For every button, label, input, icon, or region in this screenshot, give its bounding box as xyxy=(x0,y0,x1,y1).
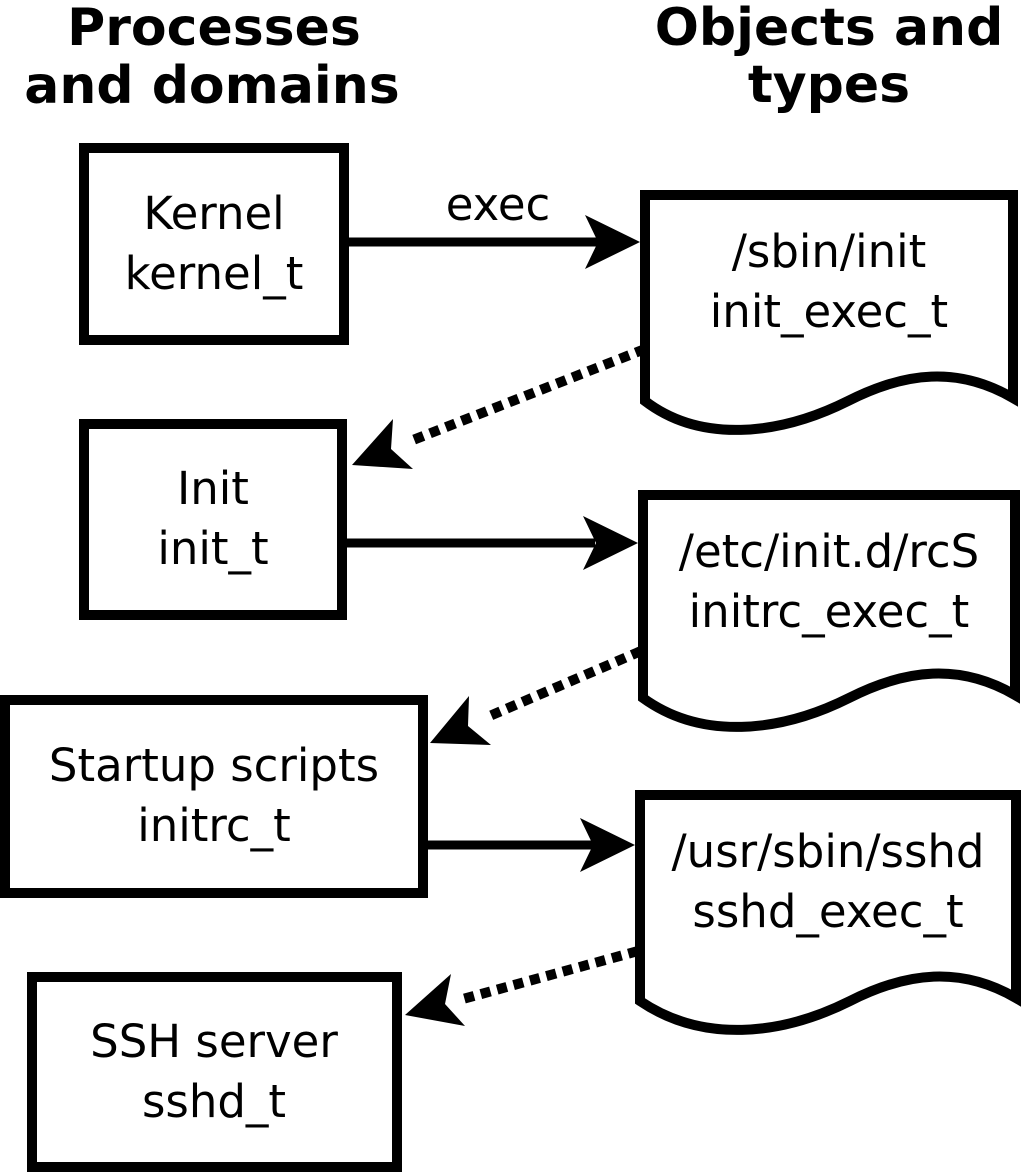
object-node-etc-initd-rcs: /etc/init.d/rcS initrc_exec_t xyxy=(638,490,1020,732)
exec-arrow-startup-to-sshd xyxy=(428,818,635,872)
exec-arrowhead-1 xyxy=(585,215,640,269)
process-type-ssh-server: sshd_t xyxy=(142,1075,286,1128)
process-name-init: Init xyxy=(177,462,249,515)
object-type-usr-sbin-sshd: sshd_exec_t xyxy=(692,885,963,938)
transition-arrowhead-1 xyxy=(352,419,413,469)
transition-arrow-rcs-to-startup xyxy=(430,646,643,745)
process-node-ssh-server: SSH server sshd_t xyxy=(27,972,402,1172)
process-name-ssh-server: SSH server xyxy=(90,1015,338,1068)
object-type-etc-initd-rcs: initrc_exec_t xyxy=(689,585,970,638)
right-header-line2: types xyxy=(748,55,910,115)
transition-dashed-line-3 xyxy=(461,946,640,1004)
exec-arrow-init-to-rcs xyxy=(347,516,638,570)
process-box-kernel xyxy=(79,143,349,345)
object-type-sbin-init: init_exec_t xyxy=(710,285,948,338)
object-node-sbin-init: /sbin/init init_exec_t xyxy=(640,190,1018,435)
column-header-right: Objects and types xyxy=(655,0,1004,115)
process-box-startup-scripts xyxy=(0,695,428,898)
process-name-startup-scripts: Startup scripts xyxy=(49,739,379,792)
transition-dashed-line-1 xyxy=(406,344,647,447)
document-shape-usr-sbin-sshd xyxy=(635,790,1021,1035)
process-type-startup-scripts: initrc_t xyxy=(137,799,291,852)
process-node-init: Init init_t xyxy=(79,419,347,620)
process-type-kernel: kernel_t xyxy=(125,247,304,300)
transition-arrow-sbin-init-to-init xyxy=(352,344,647,469)
document-shape-sbin-init xyxy=(640,190,1018,435)
object-node-usr-sbin-sshd: /usr/sbin/sshd sshd_exec_t xyxy=(635,790,1021,1035)
object-path-sbin-init: /sbin/init xyxy=(732,225,927,278)
object-path-etc-initd-rcs: /etc/init.d/rcS xyxy=(679,525,979,578)
exec-arrow-kernel-to-sbin-init: exec xyxy=(349,178,640,269)
process-node-kernel: Kernel kernel_t xyxy=(79,143,349,345)
right-header-line1: Objects and xyxy=(655,0,1004,58)
process-node-startup-scripts: Startup scripts initrc_t xyxy=(0,695,428,898)
exec-edge-label: exec xyxy=(446,178,551,231)
transition-dashed-line-2 xyxy=(483,646,643,723)
exec-arrowhead-3 xyxy=(580,818,635,872)
process-name-kernel: Kernel xyxy=(143,187,284,240)
transition-arrowhead-3 xyxy=(405,974,465,1026)
exec-arrowhead-2 xyxy=(583,516,638,570)
process-type-init: init_t xyxy=(157,522,268,575)
process-box-init xyxy=(79,419,347,620)
transition-arrow-sshd-to-ssh-server xyxy=(405,946,640,1026)
left-header-line2: and domains xyxy=(24,56,399,116)
document-shape-etc-initd-rcs xyxy=(638,490,1020,732)
process-box-ssh-server xyxy=(27,972,402,1172)
left-header-line1: Processes xyxy=(67,0,361,58)
column-header-left: Processes and domains xyxy=(24,0,399,116)
transition-arrowhead-2 xyxy=(430,696,491,745)
object-path-usr-sbin-sshd: /usr/sbin/sshd xyxy=(672,825,985,878)
